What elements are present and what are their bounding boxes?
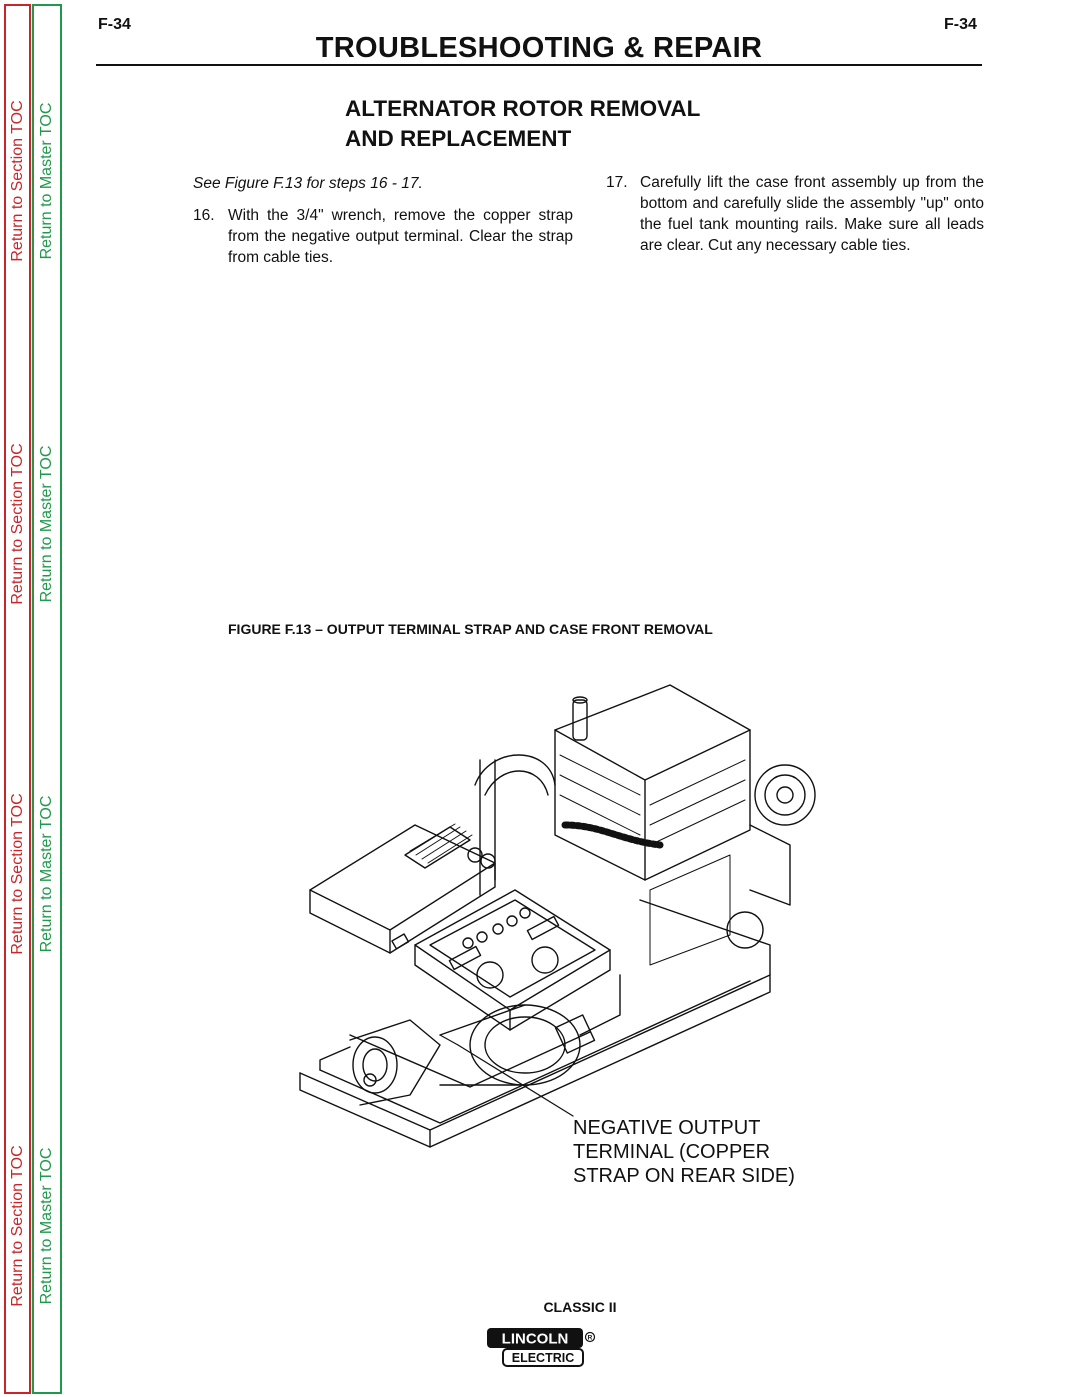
return-to-master-toc-link[interactable]: Return to Master TOC — [38, 445, 55, 603]
negative-output-terminal-callout: NEGATIVE OUTPUT TERMINAL (COPPER STRAP O… — [573, 1116, 795, 1188]
step-text: Carefully lift the case front assembly u… — [640, 174, 984, 254]
case-front-assembly — [309, 823, 611, 1031]
section-toc-bar: Return to Section TOC Return to Section … — [4, 4, 31, 1394]
section-heading-line1: ALTERNATOR ROTOR REMOVAL — [345, 96, 701, 121]
page-code-right: F-34 — [944, 16, 977, 33]
return-to-section-toc-link[interactable]: Return to Section TOC — [8, 443, 26, 605]
step-text: With the 3/4" wrench, remove the copper … — [228, 207, 573, 266]
step-number: 16. — [193, 207, 215, 224]
welder-generator-illustration — [299, 684, 816, 1148]
callout-line: NEGATIVE OUTPUT — [573, 1117, 761, 1139]
see-figure-note: See Figure F.13 for steps 16 - 17. — [193, 175, 423, 192]
page-title: TROUBLESHOOTING & REPAIR — [315, 32, 763, 64]
svg-text:ELECTRIC: ELECTRIC — [512, 1351, 575, 1365]
callout-line: STRAP ON REAR SIDE) — [573, 1165, 795, 1187]
base-frame — [299, 899, 771, 1148]
return-to-master-toc-link[interactable]: Return to Master TOC — [38, 102, 55, 260]
svg-text:LINCOLN: LINCOLN — [502, 1331, 569, 1348]
master-toc-bar: Return to Master TOC Return to Master TO… — [32, 4, 62, 1394]
exhaust-pipe — [474, 754, 664, 896]
pulley-assembly — [349, 1019, 441, 1106]
callout-leader-line — [457, 1044, 574, 1117]
model-name: CLASSIC II — [543, 1299, 617, 1315]
figure-caption: FIGURE F.13 – OUTPUT TERMINAL STRAP AND … — [228, 621, 713, 637]
engine — [554, 684, 816, 966]
return-to-master-toc-link[interactable]: Return to Master TOC — [38, 1147, 55, 1305]
callout-line: TERMINAL (COPPER — [573, 1141, 771, 1163]
step-16: 16. With the 3/4" wrench, remove the cop… — [193, 205, 573, 268]
section-heading: ALTERNATOR ROTOR REMOVAL AND REPLACEMENT — [345, 94, 700, 154]
section-heading-line2: AND REPLACEMENT — [345, 126, 572, 151]
title-divider — [96, 64, 982, 66]
return-to-section-toc-link[interactable]: Return to Section TOC — [8, 100, 26, 262]
lincoln-electric-logo: LINCOLN R ELECTRIC — [487, 1328, 596, 1367]
alternator — [439, 974, 621, 1086]
return-to-section-toc-link[interactable]: Return to Section TOC — [8, 1145, 26, 1307]
step-17: 17. Carefully lift the case front assemb… — [606, 172, 984, 256]
svg-text:R: R — [588, 1335, 593, 1342]
step-number: 17. — [606, 174, 628, 191]
return-to-master-toc-link[interactable]: Return to Master TOC — [38, 795, 55, 953]
return-to-section-toc-link[interactable]: Return to Section TOC — [8, 793, 26, 955]
page-code-left: F-34 — [98, 16, 131, 33]
